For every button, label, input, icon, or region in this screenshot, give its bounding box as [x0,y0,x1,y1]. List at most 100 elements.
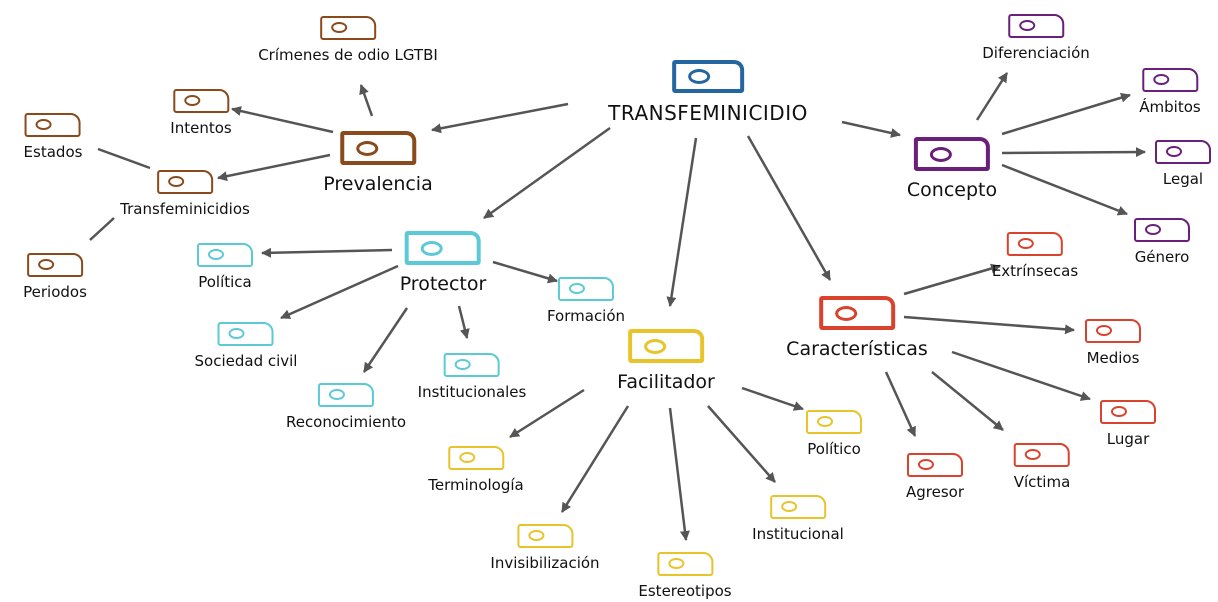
node-label: Periodos [23,283,87,301]
node-estereotipos[interactable]: Estereotipos [638,552,732,600]
edge-protector-reconocimiento [362,307,409,373]
node-label: Legal [1162,170,1204,188]
node-label: Política [198,273,252,291]
node-extrinsecas[interactable]: Extrínsecas [992,232,1078,279]
node-label: Político [807,440,861,458]
node-legal[interactable]: Legal [1155,140,1211,187]
tag-icon [819,296,895,330]
tag-icon [1085,319,1141,343]
tag-icon [405,231,481,265]
node-label: Diferenciación [982,44,1090,62]
node-label: Formación [546,307,626,325]
tag-icon [320,16,376,40]
edge-facilitador-estereotipos [668,407,690,541]
edge-concepto-legal [1001,147,1146,158]
node-label: Reconocimiento [285,413,407,431]
node-genero[interactable]: Género [1134,218,1190,265]
node-label: Estados [23,143,83,161]
node-politica[interactable]: Política [197,243,253,290]
tag-icon [444,353,500,377]
node-invisibilizacion[interactable]: Invisibilización [490,524,600,572]
node-estados[interactable]: Estados [23,113,83,161]
edge-transfem-estados [97,147,151,170]
edge-root-facilitador [666,137,698,307]
edge-root-prevalencia [431,102,569,134]
node-facilitador[interactable]: Facilitador [617,329,715,392]
edge-caracteristicas-medios [903,315,1075,335]
edge-protector-sociedad [280,264,399,320]
node-label: Ámbitos [1139,98,1201,116]
node-label: Intentos [170,119,232,137]
node-sociedad-civil[interactable]: Sociedad civil [194,322,298,370]
node-label: Institucionales [417,383,527,401]
node-ambitos[interactable]: Ámbitos [1139,68,1201,116]
edge-root-concepto [841,120,901,138]
tag-icon [24,113,81,137]
node-institucional[interactable]: Institucional [752,495,844,542]
tag-icon [448,446,504,470]
node-concepto[interactable]: Concepto [907,137,997,200]
tag-icon [806,410,862,434]
node-lugar[interactable]: Lugar [1100,400,1156,447]
node-crimenes-de-odio[interactable]: Crímenes de odio LGTBI [258,16,438,63]
node-label: Transfeminicidios [120,200,250,218]
node-transfeminicidios[interactable]: Transfeminicidios [120,170,250,217]
node-label: TRANSFEMINICIDIO [608,101,808,125]
node-diferenciacion[interactable]: Diferenciación [982,14,1090,61]
tag-icon [317,383,374,407]
tag-icon [1014,443,1070,467]
node-label: Concepto [906,179,998,201]
node-label: Institucional [752,525,844,543]
node-label: Extrínsecas [991,262,1079,280]
edge-facilitador-institucional [707,405,776,483]
tag-icon [197,243,253,267]
tag-icon [627,329,704,363]
node-politico[interactable]: Político [806,410,862,457]
node-reconocimiento[interactable]: Reconocimiento [286,383,406,430]
node-label: Prevalencia [323,173,433,195]
node-caracteristicas[interactable]: Características [786,296,928,359]
edge-root-protector [483,126,611,220]
tag-icon [671,60,744,93]
edge-facilitador-invisibilizacion [560,405,630,513]
node-terminologia[interactable]: Terminología [428,446,524,494]
node-label: Víctima [1013,473,1071,491]
tag-icon [339,131,416,165]
edge-concepto-ambitos [1001,92,1131,136]
edge-caracteristicas-agresor [884,371,917,437]
edge-facilitador-politico [741,386,804,411]
node-periodos[interactable]: Periodos [23,253,87,300]
node-protector[interactable]: Protector [399,231,487,295]
node-intentos[interactable]: Intentos [170,89,232,137]
node-label: Protector [399,273,487,295]
node-victima[interactable]: Víctima [1013,443,1071,491]
tag-icon [217,322,274,346]
node-agresor[interactable]: Agresor [906,453,964,500]
node-label: Terminología [428,476,524,494]
node-label: Estereotipos [638,582,732,600]
tag-icon [1155,140,1211,164]
node-medios[interactable]: Medios [1085,319,1141,366]
edge-caracteristicas-lugar [951,350,1091,401]
node-transfeminicidio[interactable]: TRANSFEMINICIDIO [608,60,808,123]
edge-concepto-diferenciacion [975,72,1009,121]
tag-icon [657,552,713,576]
tag-icon [156,170,213,194]
edge-concepto-genero [1001,163,1128,216]
edge-prevalencia-crimenes [359,84,374,117]
edge-root-caracteristicas [746,135,832,281]
edge-protector-institucionales [457,305,470,339]
node-label: Facilitador [617,371,715,393]
node-label: Crímenes de odio LGTBI [258,46,438,64]
node-label: Lugar [1106,430,1150,448]
node-formacion[interactable]: Formación [547,277,625,324]
node-prevalencia[interactable]: Prevalencia [323,131,433,195]
node-label: Invisibilización [490,554,600,572]
tag-icon [26,253,83,277]
node-institucionales[interactable]: Institucionales [417,353,527,401]
tag-icon [1142,68,1198,92]
node-label: Sociedad civil [194,352,298,370]
node-label: Género [1134,248,1190,266]
edge-caracteristicas-extrinsecas [903,263,1001,296]
